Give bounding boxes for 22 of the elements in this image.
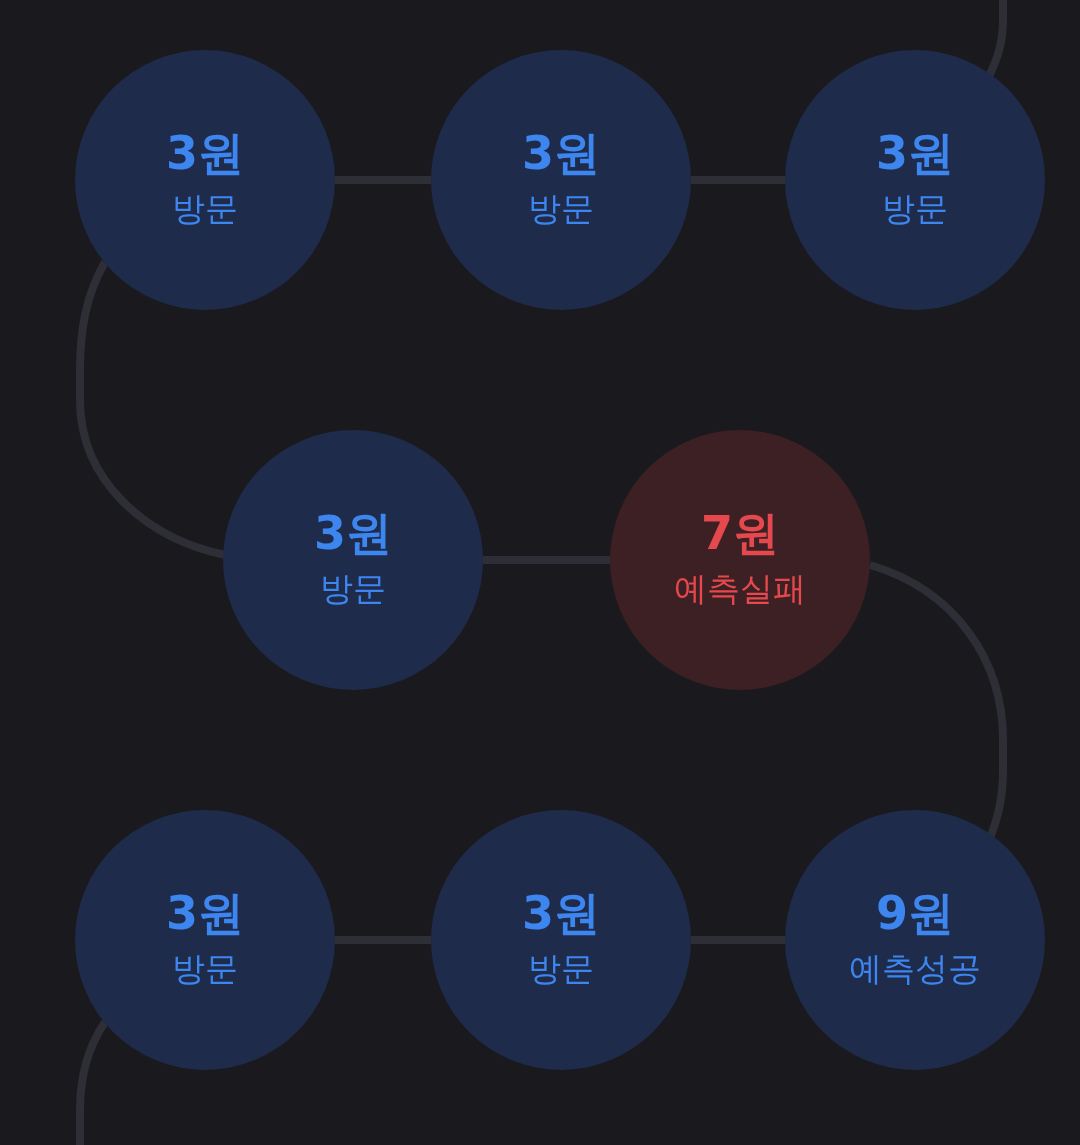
price-text: 9원 [876, 885, 954, 941]
connector-line [691, 936, 785, 944]
price-text: 3원 [166, 125, 244, 181]
status-text: 방문 [528, 188, 594, 230]
status-text: 방문 [882, 188, 948, 230]
status-text: 방문 [172, 188, 238, 230]
price-text: 3원 [166, 885, 244, 941]
status-text: 예측성공 [849, 948, 981, 990]
status-text: 방문 [528, 948, 594, 990]
connector-line [483, 556, 610, 564]
price-text: 3원 [876, 125, 954, 181]
status-text: 방문 [320, 568, 386, 610]
price-text: 3원 [314, 505, 392, 561]
price-text: 7원 [701, 505, 779, 561]
price-text: 3원 [522, 885, 600, 941]
connector-line [691, 176, 785, 184]
connector-line [335, 176, 431, 184]
status-text: 방문 [172, 948, 238, 990]
status-text: 예측실패 [674, 568, 806, 610]
connector-line [335, 936, 431, 944]
price-text: 3원 [522, 125, 600, 181]
connector-line [76, 1019, 109, 1145]
